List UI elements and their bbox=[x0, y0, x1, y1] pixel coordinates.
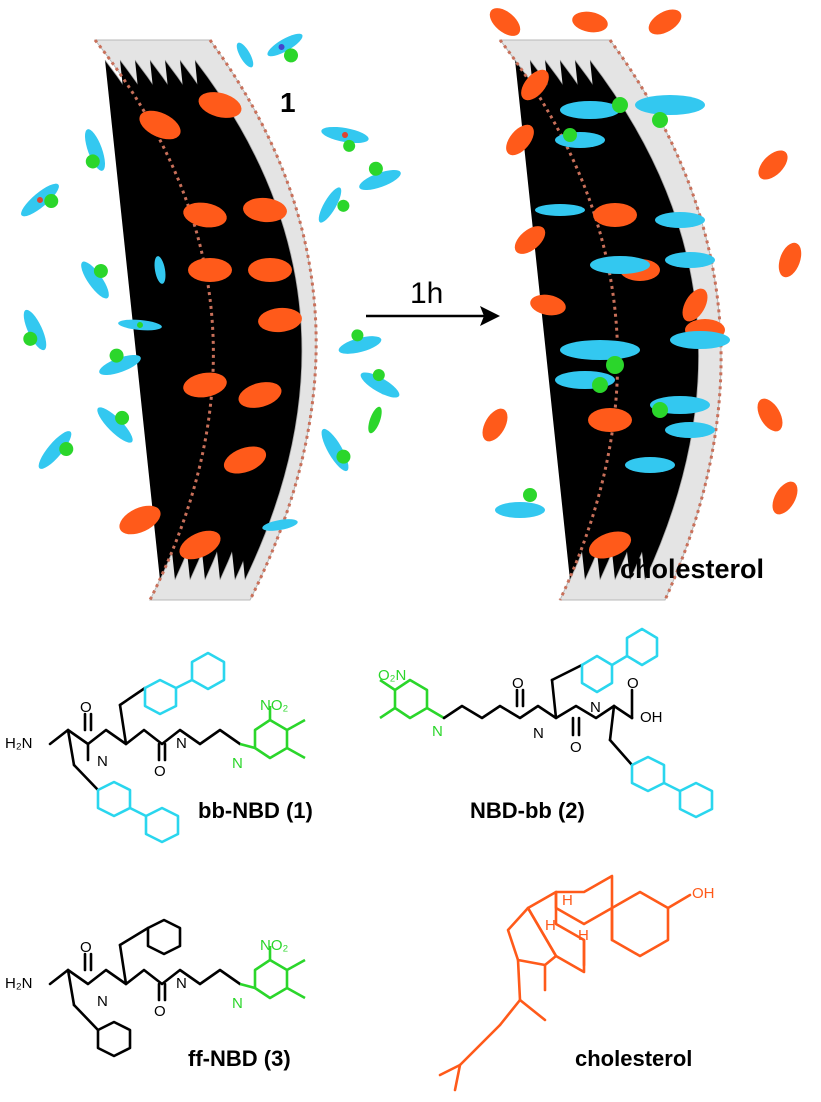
s4-h2: H bbox=[545, 917, 556, 934]
s3-n1: N bbox=[97, 993, 108, 1010]
s2-name: NBD-bb (2) bbox=[470, 798, 585, 823]
inserted-compound-right bbox=[495, 95, 730, 518]
free-cholesterol-right bbox=[482, 8, 802, 515]
membrane-cholesterol-right bbox=[588, 203, 725, 559]
s1-o2: O bbox=[154, 763, 166, 780]
s1-nh: N bbox=[232, 755, 243, 772]
s3-nh: N bbox=[232, 995, 243, 1012]
lipid-chains-right bbox=[514, 59, 699, 581]
s4-h3: H bbox=[578, 927, 589, 944]
s3-h2n: H₂N bbox=[5, 975, 33, 992]
membrane-cholesterol-left bbox=[119, 92, 302, 560]
structure-bb-nbd bbox=[48, 651, 306, 844]
compound-1-label: 1 bbox=[280, 87, 296, 118]
s1-o1: O bbox=[80, 699, 92, 716]
s3-no2: NO₂ bbox=[260, 937, 289, 954]
structure-nbd-bb bbox=[379, 627, 714, 819]
s2-n1: N bbox=[533, 725, 544, 742]
arrow-time-label: 1h bbox=[410, 277, 443, 310]
s1-no2: NO₂ bbox=[260, 697, 289, 714]
s1-n1: N bbox=[97, 753, 108, 770]
s4-oh: OH bbox=[692, 885, 715, 902]
s3-n2: N bbox=[176, 975, 187, 992]
s4-h1: H bbox=[562, 892, 573, 909]
cholesterol-top-label: cholesterol bbox=[620, 554, 764, 584]
s2-o3: O bbox=[627, 675, 639, 692]
s2-o2n: O₂N bbox=[378, 667, 406, 684]
structure-cholesterol bbox=[438, 874, 692, 1092]
membrane-right bbox=[495, 39, 730, 601]
structure-ff-nbd bbox=[48, 918, 306, 1058]
membrane-left bbox=[93, 39, 318, 601]
s2-n2: N bbox=[590, 699, 601, 716]
s1-name: bb-NBD (1) bbox=[198, 798, 313, 823]
s4-name: cholesterol bbox=[575, 1046, 692, 1071]
s3-o1: O bbox=[80, 939, 92, 956]
reaction-arrow bbox=[366, 306, 500, 326]
s1-h2n: H₂N bbox=[5, 735, 33, 752]
s2-oh: OH bbox=[640, 709, 663, 726]
s3-name: ff-NBD (3) bbox=[188, 1046, 291, 1071]
s1-n2: N bbox=[176, 735, 187, 752]
s2-o2: O bbox=[570, 739, 582, 756]
free-molecules-left bbox=[21, 33, 401, 531]
s2-nh: N bbox=[432, 723, 443, 740]
s3-o2: O bbox=[154, 1003, 166, 1020]
s2-o1: O bbox=[512, 675, 524, 692]
